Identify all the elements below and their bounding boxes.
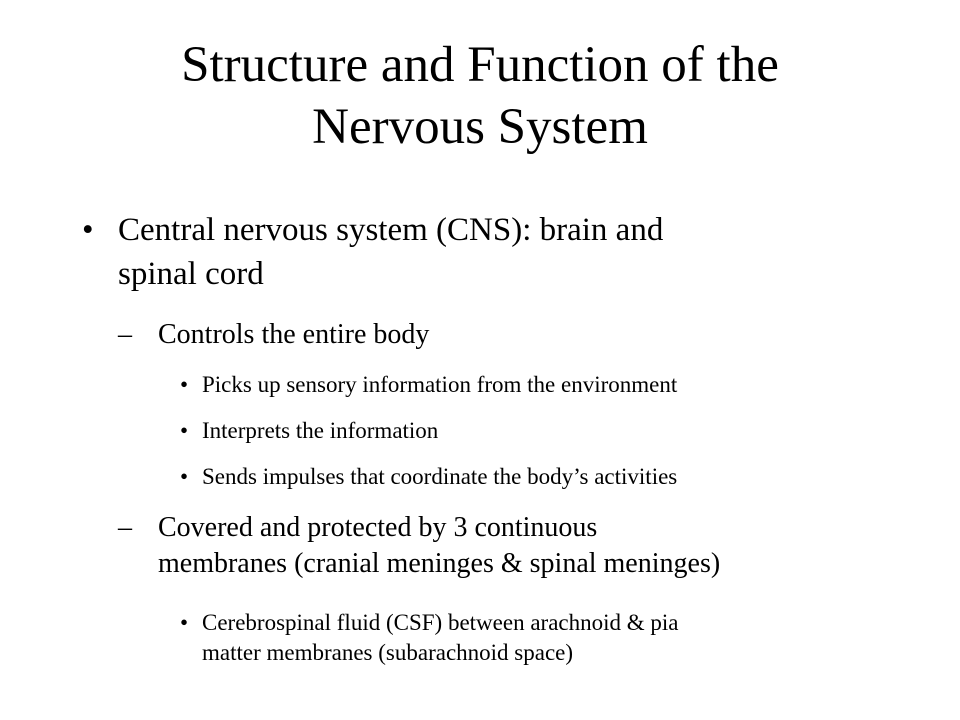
bullet-text-line-2: matter membranes (subarachnoid space) (202, 640, 574, 665)
slide-title-line-1: Structure and Function of the (181, 37, 779, 93)
bullet-item-covered: – Covered and protected by 3 continuous … (118, 510, 721, 582)
bullet-text: Picks up sensory information from the en… (202, 372, 678, 397)
bullet-marker: • (180, 372, 189, 397)
bullet-item-controls: – Controls the entire body (118, 317, 430, 353)
dash-marker: – (118, 512, 132, 543)
bullet-item-sensory: • Picks up sensory information from the … (180, 370, 678, 400)
bullet-text-line-1: Covered and protected by 3 continuous (158, 512, 598, 543)
bullet-text: Sends impulses that coordinate the body’… (202, 464, 678, 489)
bullet-text: Interprets the information (202, 418, 439, 443)
bullet-item-cns: • Central nervous system (CNS): brain an… (82, 208, 664, 296)
slide-title-line-2: Nervous System (312, 99, 648, 155)
bullet-text-line-1: Cerebrospinal fluid (CSF) between arachn… (202, 610, 679, 635)
bullet-text-line-2: membranes (cranial meninges & spinal men… (158, 548, 721, 579)
bullet-item-interprets: • Interprets the information (180, 416, 439, 446)
bullet-marker: • (82, 212, 94, 248)
bullet-marker: • (180, 610, 189, 635)
bullet-text: Controls the entire body (158, 319, 430, 350)
bullet-marker: • (180, 418, 189, 443)
slide-title: Structure and Function of the Nervous Sy… (60, 34, 900, 158)
bullet-item-csf: • Cerebrospinal fluid (CSF) between arac… (180, 608, 679, 668)
bullet-item-impulses: • Sends impulses that coordinate the bod… (180, 462, 678, 492)
bullet-marker: • (180, 464, 189, 489)
dash-marker: – (118, 319, 132, 350)
bullet-text-line-2: spinal cord (118, 256, 264, 292)
bullet-text-line-1: Central nervous system (CNS): brain and (118, 212, 664, 248)
